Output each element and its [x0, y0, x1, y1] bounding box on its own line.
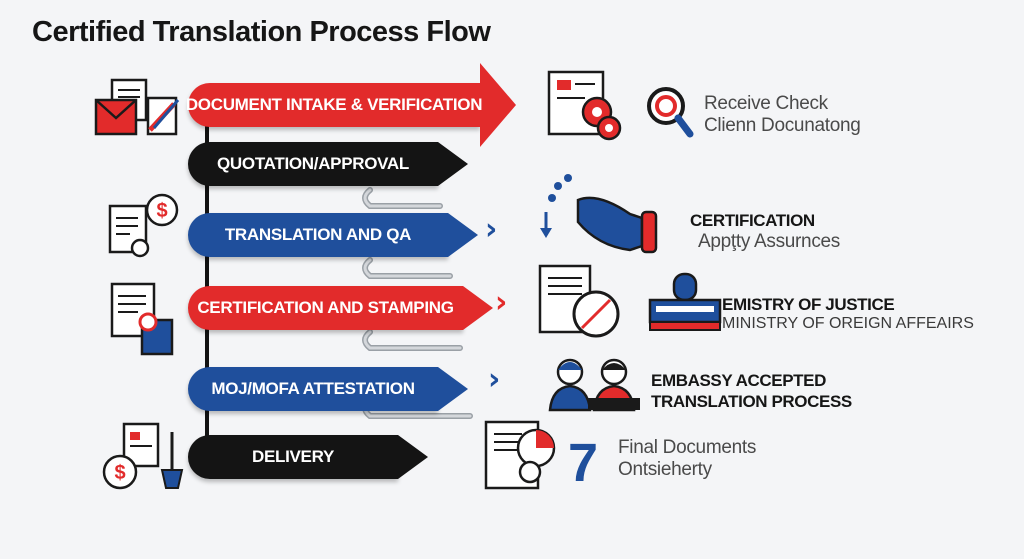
step-bar-intake[interactable]: DOCUMENT INTAKE & VERIFICATION — [185, 63, 516, 147]
svg-text:$: $ — [156, 200, 167, 222]
step-number: 7 — [568, 433, 599, 493]
step-bar-quotation[interactable]: QUOTATION/APPROVAL — [188, 142, 468, 186]
rubber-stamp-icon — [648, 272, 722, 331]
step-label: CERTIFICATION AND STAMPING — [197, 298, 454, 317]
detail-line1: EMBASSY ACCEPTED — [651, 371, 826, 390]
envelope-document-icon — [94, 78, 180, 136]
detail-line2: Clienn Docunatong — [704, 115, 861, 136]
document-prohibited-icon — [538, 264, 620, 338]
dollar-document-icon: $ — [108, 193, 179, 258]
chevron-right-icon: › — [495, 285, 508, 320]
dollar-pen-icon: $ — [102, 422, 184, 490]
step-label: QUOTATION/APPROVAL — [217, 154, 409, 173]
detail-line1: Receive Check — [704, 93, 828, 114]
detail-line1: EMISTRY OF JUSTICE — [722, 295, 895, 314]
page-title: Certified Translation Process Flow — [32, 16, 491, 48]
detail-line2: TRANSLATION PROCESS — [651, 392, 852, 411]
officials-icon — [548, 358, 640, 412]
step-label: DOCUMENT INTAKE & VERIFICATION — [185, 95, 483, 114]
svg-text:$: $ — [114, 462, 125, 484]
detail-receive-check: Receive Check Clienn Docunatong — [704, 93, 861, 137]
step-label: DELIVERY — [252, 447, 334, 466]
step-bar-attestation[interactable]: MOJ/MOFA ATTESTATION — [188, 367, 468, 411]
step-bar-translation[interactable]: TRANSLATION AND QA — [188, 213, 478, 257]
final-documents-icon — [484, 420, 556, 490]
step-label: TRANSLATION AND QA — [224, 225, 412, 244]
detail-line2: Appţty Assurnces — [698, 231, 840, 252]
document-gear-icon — [110, 282, 174, 356]
chevron-right-icon: › — [488, 362, 501, 397]
step-bar-certification[interactable]: CERTIFICATION AND STAMPING — [188, 286, 493, 330]
chevron-right-icon: › — [485, 212, 498, 247]
detail-ministry: EMISTRY OF JUSTICE MINISTRY OF OREIGN AF… — [722, 294, 974, 333]
detail-embassy: EMBASSY ACCEPTED TRANSLATION PROCESS — [651, 370, 852, 412]
document-gears-icon — [547, 70, 622, 141]
detail-final-documents: Final Documents Ontsieherty — [618, 437, 756, 481]
stamp-icon — [540, 174, 658, 254]
detail-line1: Final Documents — [618, 437, 757, 458]
magnifier-gear-icon — [647, 87, 694, 138]
detail-line2: MINISTRY OF OREIGN AFFEAIRS — [722, 315, 974, 332]
detail-line1: CERTIFICATION — [690, 211, 815, 230]
detail-line2: Ontsieherty — [618, 459, 712, 480]
step-bar-delivery[interactable]: DELIVERY — [188, 435, 428, 479]
step-label: MOJ/MOFA ATTESTATION — [211, 379, 415, 398]
detail-certification: CERTIFICATION Appţty Assurnces — [690, 210, 840, 253]
